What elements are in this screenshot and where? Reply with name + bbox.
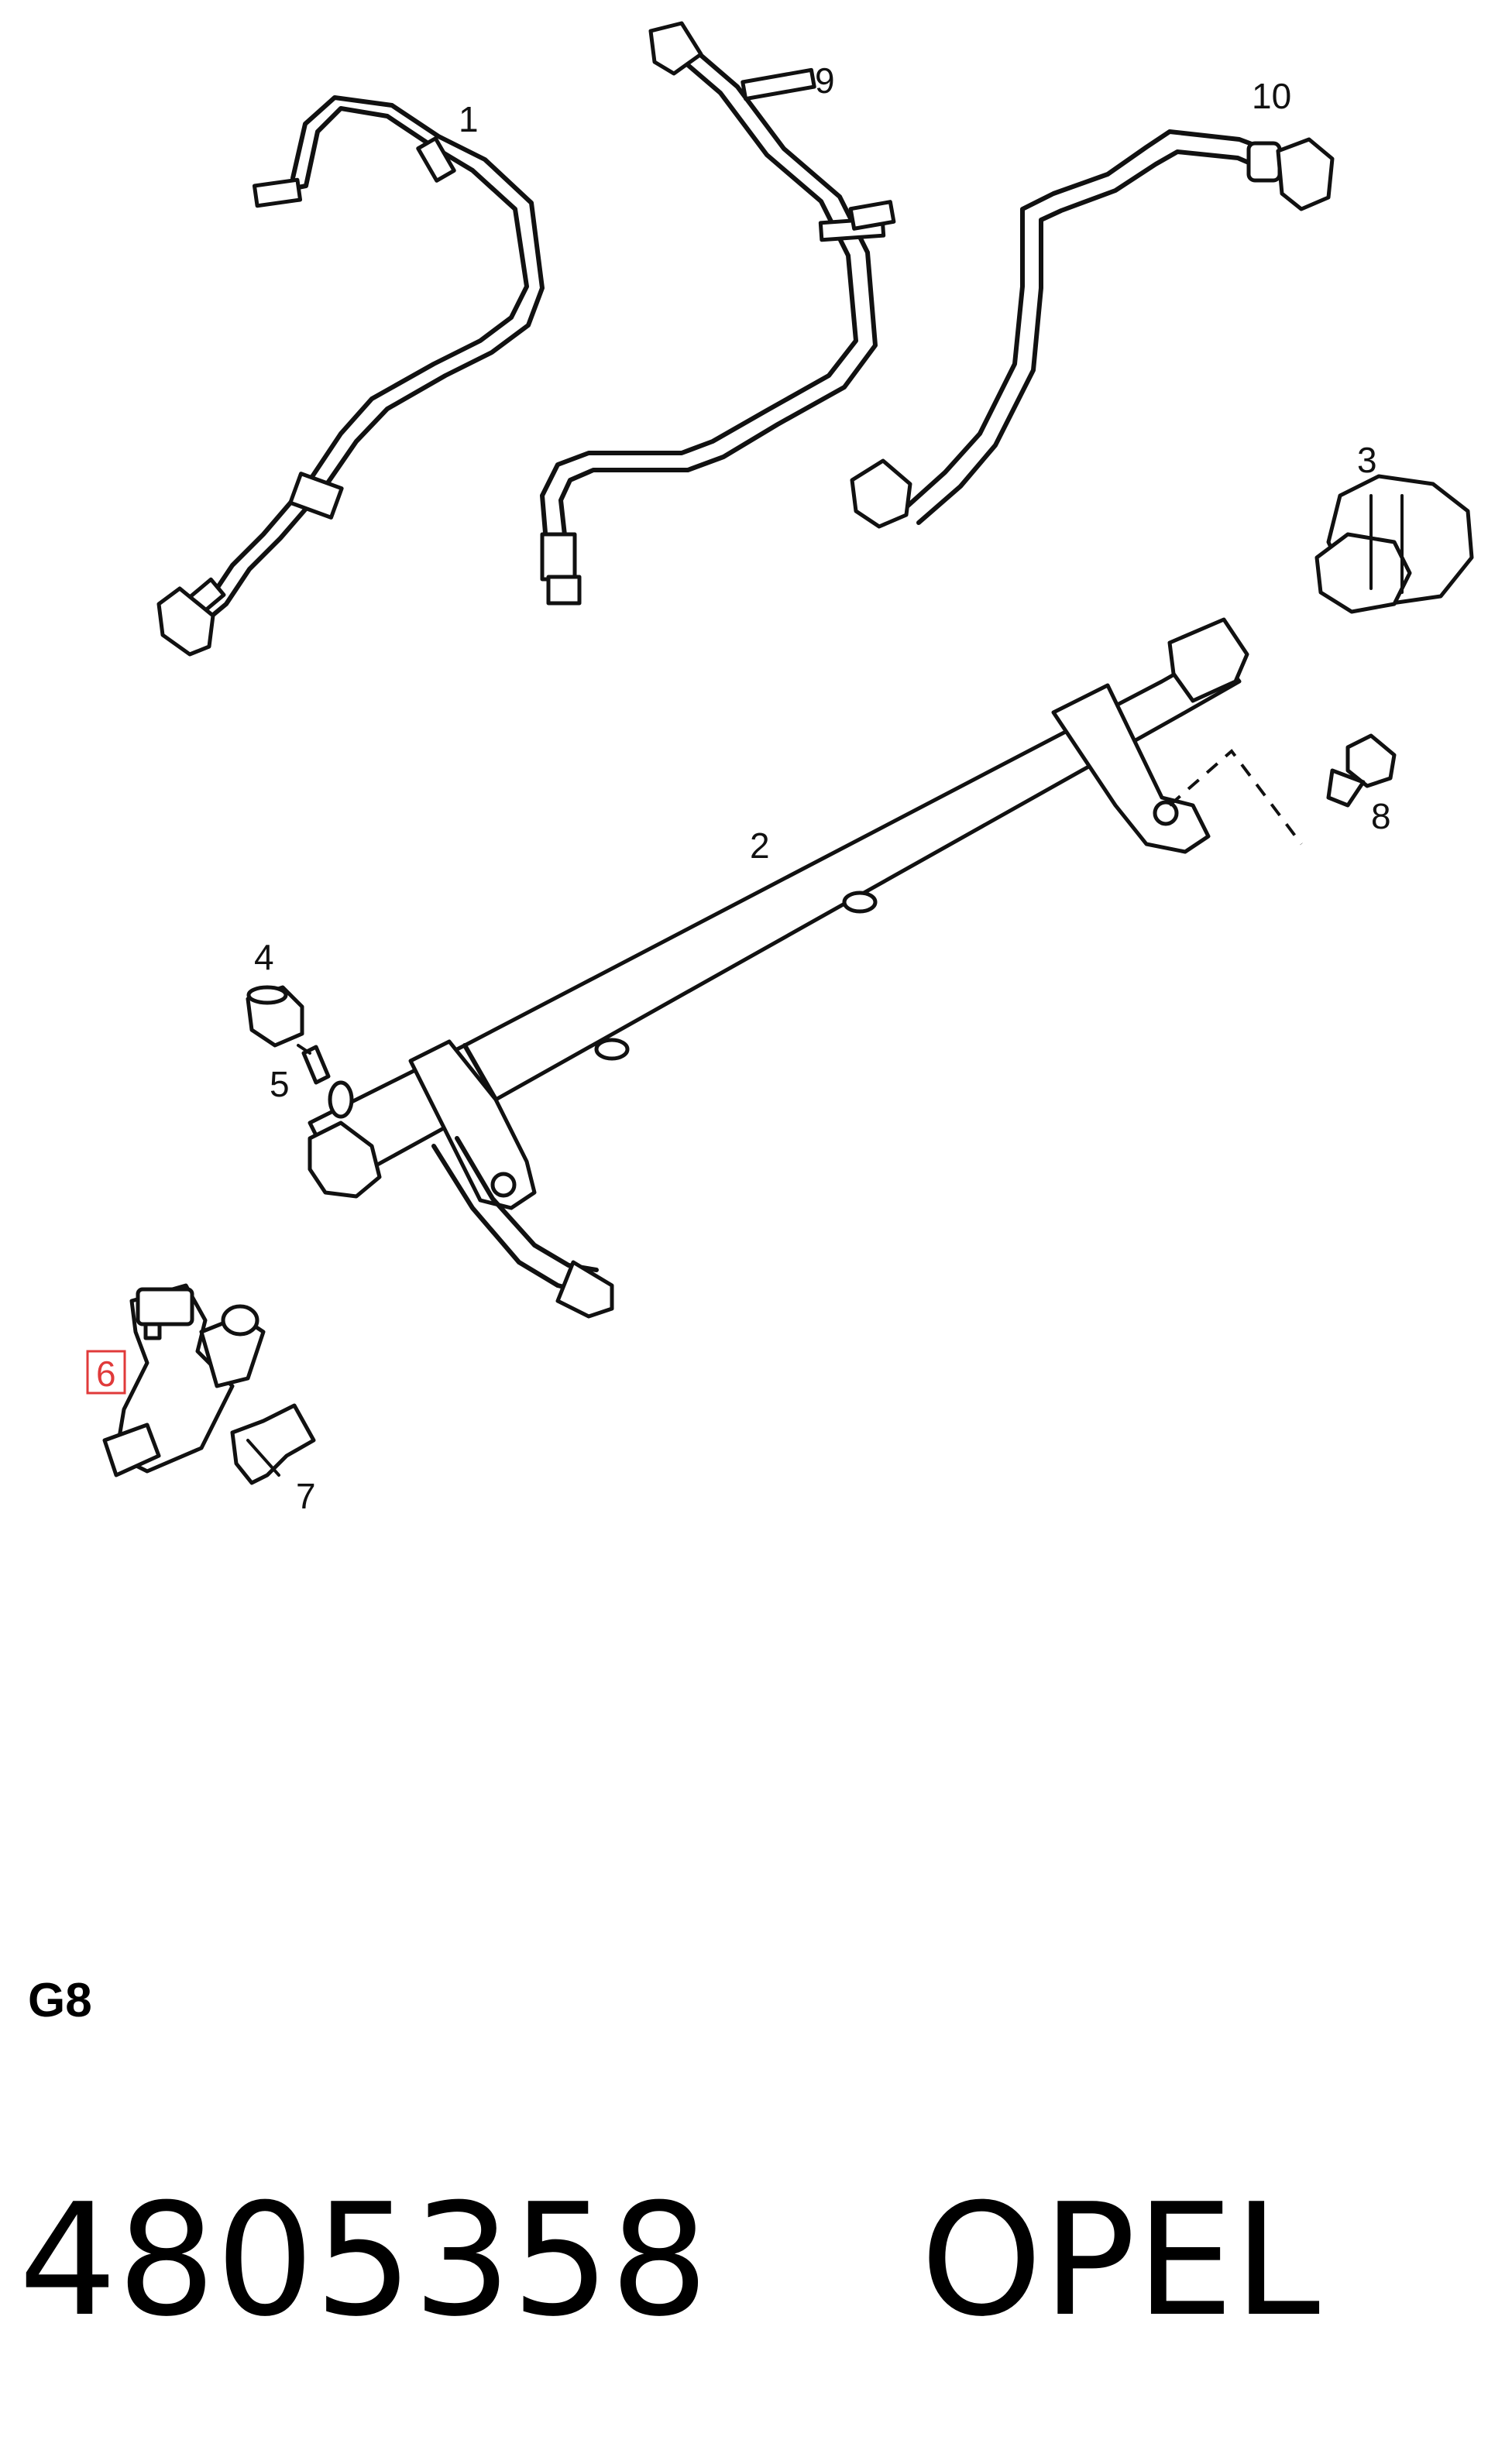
callout-4: 4: [254, 937, 274, 977]
cap-part-4: [246, 985, 304, 1048]
fitting-part-3: [1314, 474, 1474, 614]
callout-3: 3: [1357, 440, 1377, 480]
callout-5: 5: [270, 1064, 290, 1104]
brand-name: OPEL: [920, 2171, 1321, 2351]
callout-7: 7: [296, 1476, 316, 1516]
fuel-line-part-10: [850, 129, 1335, 529]
fuel-line-part-1: [156, 95, 545, 657]
valve-part-5: [297, 1044, 331, 1085]
callout-8: 8: [1371, 796, 1391, 836]
callout-9: 9: [815, 60, 835, 101]
part-number: 4805358: [19, 2171, 709, 2351]
diagram-code-label: G8: [28, 1974, 92, 2027]
footer: 4805358 OPEL: [19, 2168, 1490, 2354]
clip-part-7: [230, 1403, 316, 1485]
callout-6: 6: [96, 1354, 116, 1394]
callout-10: 10: [1252, 76, 1291, 116]
fuel-line-part-9: [540, 21, 896, 606]
bolt-part-8: [1168, 733, 1397, 846]
fuel-rail-part-2: [308, 617, 1249, 1319]
injector-part-6: [102, 1283, 266, 1477]
callout-2: 2: [750, 825, 770, 866]
callout-6-highlight-box: [86, 1350, 126, 1395]
callout-1: 1: [459, 99, 479, 139]
